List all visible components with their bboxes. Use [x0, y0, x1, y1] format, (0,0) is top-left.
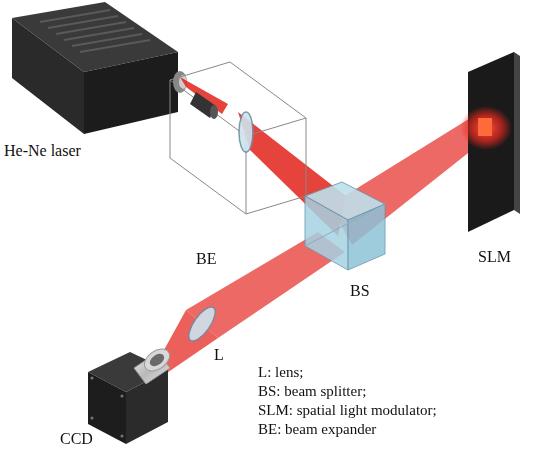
legend-line: BS: beam splitter; — [258, 383, 366, 400]
spatial-light-modulator — [460, 52, 520, 232]
part-name: SLM — [478, 248, 511, 266]
lens — [184, 303, 220, 345]
beam-splitter — [305, 182, 385, 270]
legend-line: BE: beam expander — [258, 421, 376, 438]
part-name: L — [214, 346, 224, 364]
legend-line: L: lens; — [258, 364, 303, 381]
laser-body — [12, 2, 187, 134]
ccd-camera — [88, 345, 174, 444]
part-name: BS — [350, 282, 370, 300]
part-name: He-Ne laser — [4, 142, 81, 160]
legend-line: SLM: spatial light modulator; — [258, 402, 437, 419]
part-name: BE — [196, 250, 216, 268]
laser-beam — [142, 77, 482, 390]
beam-expander — [170, 62, 306, 214]
part-name: CCD — [60, 430, 93, 448]
